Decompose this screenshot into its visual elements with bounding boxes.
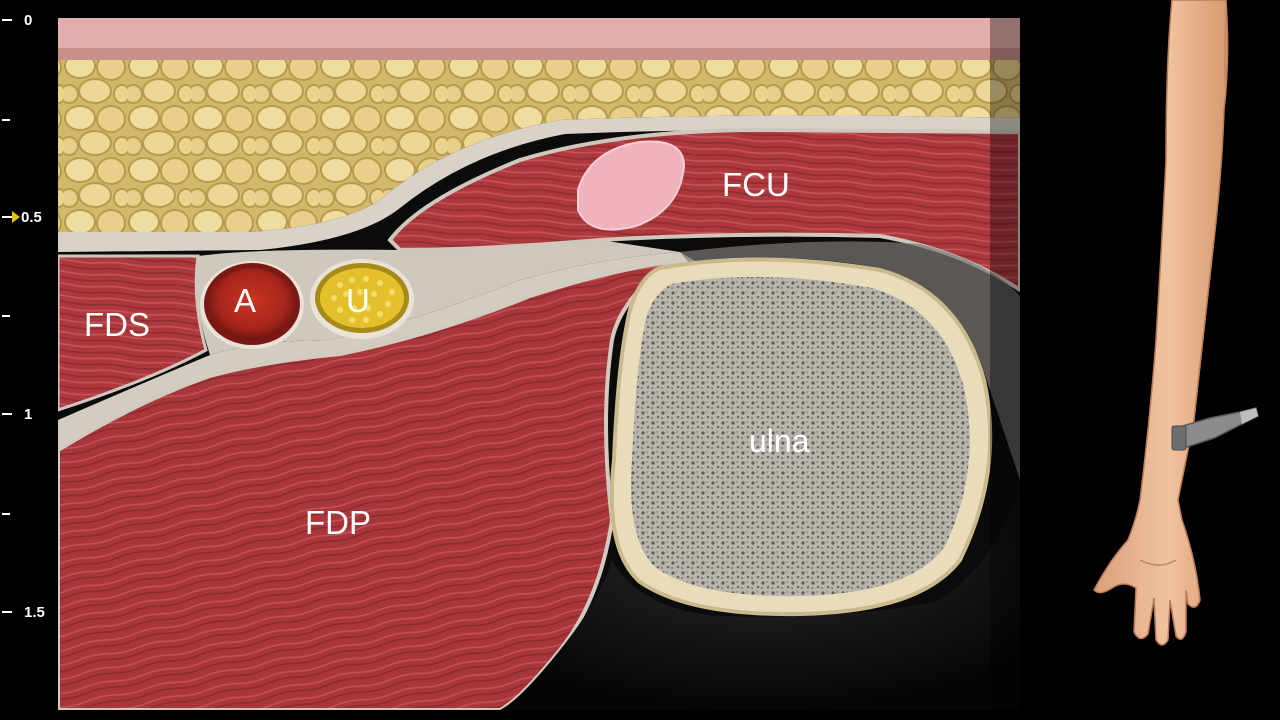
forearm-illustration bbox=[1093, 0, 1229, 646]
anatomy-field bbox=[58, 18, 1020, 710]
ulnar-nerve bbox=[310, 259, 414, 339]
fdp-muscle bbox=[58, 259, 678, 710]
depth-label-1: 1 bbox=[24, 406, 32, 423]
depth-label-0: 0 bbox=[24, 12, 32, 29]
fcu-tendon bbox=[577, 140, 686, 231]
label-fcu: FCU bbox=[722, 166, 790, 203]
label-nerve: U bbox=[346, 282, 370, 319]
label-artery: A bbox=[234, 282, 256, 319]
ultrasound-probe-icon bbox=[1171, 407, 1259, 451]
depth-scale: 0 0.5 1 1.5 bbox=[2, 12, 45, 621]
fascia-superficial bbox=[58, 115, 1020, 252]
focus-marker-icon bbox=[12, 211, 20, 223]
depth-label-0.5: 0.5 bbox=[21, 209, 42, 226]
ulnar-artery bbox=[200, 261, 304, 349]
subcutaneous-fat bbox=[58, 60, 1020, 232]
ulna-marrow bbox=[631, 276, 970, 597]
label-ulna: ulna bbox=[749, 423, 810, 459]
fds-muscle bbox=[58, 254, 208, 412]
label-fdp: FDP bbox=[305, 504, 371, 541]
label-fds: FDS bbox=[84, 306, 150, 343]
depth-label-1.5: 1.5 bbox=[24, 604, 45, 621]
